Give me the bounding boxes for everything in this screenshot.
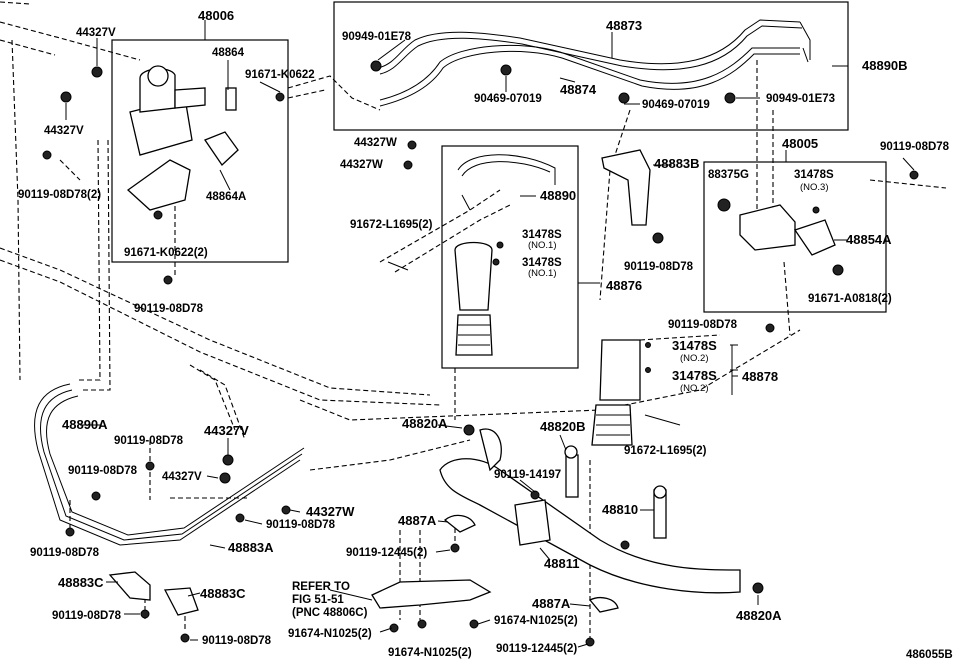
label-48820B: 48820B xyxy=(540,419,586,434)
label-44327V: 44327V xyxy=(76,27,116,39)
clamp-4887A-b xyxy=(588,597,619,613)
label-90119-08D78: 90119-08D78 xyxy=(52,610,122,622)
label-31478S: 31478S xyxy=(672,368,717,383)
label-48820A: 48820A xyxy=(736,608,782,623)
air-spring-48876 xyxy=(387,154,556,356)
label-48811: 48811 xyxy=(544,556,579,571)
label-refer-to: REFER TO xyxy=(292,581,350,593)
stabilizer-bar-48811 xyxy=(439,424,764,594)
callout-labels: 44327V 48006 48864 91671-K0622 44327V 90… xyxy=(18,8,953,661)
label-91674-N1025-2: 91674-N1025(2) xyxy=(494,615,578,627)
label-31478S: 31478S xyxy=(672,338,717,353)
label-44327W: 44327W xyxy=(306,504,355,519)
label-31478S-no3: (NO.3) xyxy=(800,182,829,193)
label-44327W: 44327W xyxy=(354,137,397,149)
bracket-48883C-b xyxy=(163,587,199,616)
label-48864: 48864 xyxy=(212,47,245,59)
label-91672-L1695-2: 91672-L1695(2) xyxy=(350,219,433,231)
label-88375G: 88375G xyxy=(708,169,749,181)
leader-lines xyxy=(65,20,915,648)
label-31478S-no2: (NO.2) xyxy=(680,383,709,394)
label-90119-08D78: 90119-08D78 xyxy=(114,435,184,447)
label-48810: 48810 xyxy=(602,502,638,517)
label-48878: 48878 xyxy=(742,369,778,384)
pipe-48890A xyxy=(34,383,305,546)
label-48890A: 48890A xyxy=(62,417,108,432)
diagram-id: 486055B xyxy=(906,649,953,661)
label-48874: 48874 xyxy=(560,82,597,97)
label-90119-08D78: 90119-08D78 xyxy=(68,465,138,477)
label-48890B: 48890B xyxy=(862,58,908,73)
label-48854A: 48854A xyxy=(846,232,892,247)
label-90469-07019: 90469-07019 xyxy=(642,99,710,111)
box-48006 xyxy=(111,39,289,263)
label-44327V: 44327V xyxy=(44,125,84,137)
label-31478S: 31478S xyxy=(794,169,834,181)
box-48890B xyxy=(333,1,849,131)
label-90119-08D78: 90119-08D78 xyxy=(266,519,336,531)
label-90119-12445-2: 90119-12445(2) xyxy=(346,547,427,559)
label-90949-01E73: 90949-01E73 xyxy=(766,93,835,105)
label-90119-08D78: 90119-08D78 xyxy=(624,261,694,273)
ecu-48005 xyxy=(717,198,844,276)
label-48873: 48873 xyxy=(606,18,642,33)
label-90119-08D78: 90119-08D78 xyxy=(668,319,738,331)
label-44327V: 44327V xyxy=(204,423,249,438)
label-91671-K0622-2: 91671-K0622(2) xyxy=(124,247,208,259)
box-48005 xyxy=(703,161,887,313)
air-spring-48878 xyxy=(591,339,681,446)
label-48005: 48005 xyxy=(782,136,818,151)
label-48820A: 48820A xyxy=(402,416,448,431)
actuator-48006 xyxy=(126,65,285,220)
label-31478S-no1: (NO.1) xyxy=(528,240,557,251)
label-90119-08D78: 90119-08D78 xyxy=(30,547,100,559)
label-4887A: 4887A xyxy=(532,596,571,611)
under-cover xyxy=(371,579,492,609)
label-refer-pnc: (PNC 48806C) xyxy=(292,607,368,619)
label-48883C: 48883C xyxy=(58,575,104,590)
label-90119-12445-2: 90119-12445(2) xyxy=(496,643,577,655)
label-44327W: 44327W xyxy=(340,159,383,171)
label-31478S: 31478S xyxy=(522,229,562,241)
label-48876: 48876 xyxy=(606,278,642,293)
label-48864A: 48864A xyxy=(206,191,246,203)
bolt-icon xyxy=(652,232,664,244)
label-44327V: 44327V xyxy=(162,471,202,483)
label-48883B: 48883B xyxy=(654,156,700,171)
label-31478S-no1: (NO.1) xyxy=(528,268,557,279)
label-90119-14197: 90119-14197 xyxy=(494,469,561,481)
label-48883C: 48883C xyxy=(200,586,246,601)
label-48883A: 48883A xyxy=(228,540,274,555)
label-90119-08D78: 90119-08D78 xyxy=(880,141,950,153)
label-90469-07019: 90469-07019 xyxy=(474,93,542,105)
label-91672-L1695-2: 91672-L1695(2) xyxy=(624,445,707,457)
label-4887A: 4887A xyxy=(398,513,437,528)
label-91674-N1025-2: 91674-N1025(2) xyxy=(388,647,472,659)
fasteners xyxy=(42,60,919,647)
label-91671-A0818-2: 91671-A0818(2) xyxy=(808,293,892,305)
label-90119-08D78-2: 90119-08D78(2) xyxy=(18,189,101,201)
label-48890: 48890 xyxy=(540,188,576,203)
label-31478S-no2: (NO.2) xyxy=(680,353,709,364)
label-31478S: 31478S xyxy=(522,257,562,269)
clamp-4887A-a xyxy=(443,514,476,533)
box-48876 xyxy=(441,145,579,369)
label-90949-01E78: 90949-01E78 xyxy=(342,31,412,43)
label-refer-fig: FIG 51-51 xyxy=(292,594,344,606)
label-48006: 48006 xyxy=(198,8,234,23)
label-90119-08D78: 90119-08D78 xyxy=(202,635,272,647)
bracket-48883B xyxy=(601,149,651,226)
label-90119-08D78: 90119-08D78 xyxy=(134,303,204,315)
label-91674-N1025-2: 91674-N1025(2) xyxy=(288,628,372,640)
bracket-48883C-a xyxy=(108,571,151,601)
pipe-48873-48874 xyxy=(377,19,811,107)
label-91671-K0622: 91671-K0622 xyxy=(245,69,315,81)
